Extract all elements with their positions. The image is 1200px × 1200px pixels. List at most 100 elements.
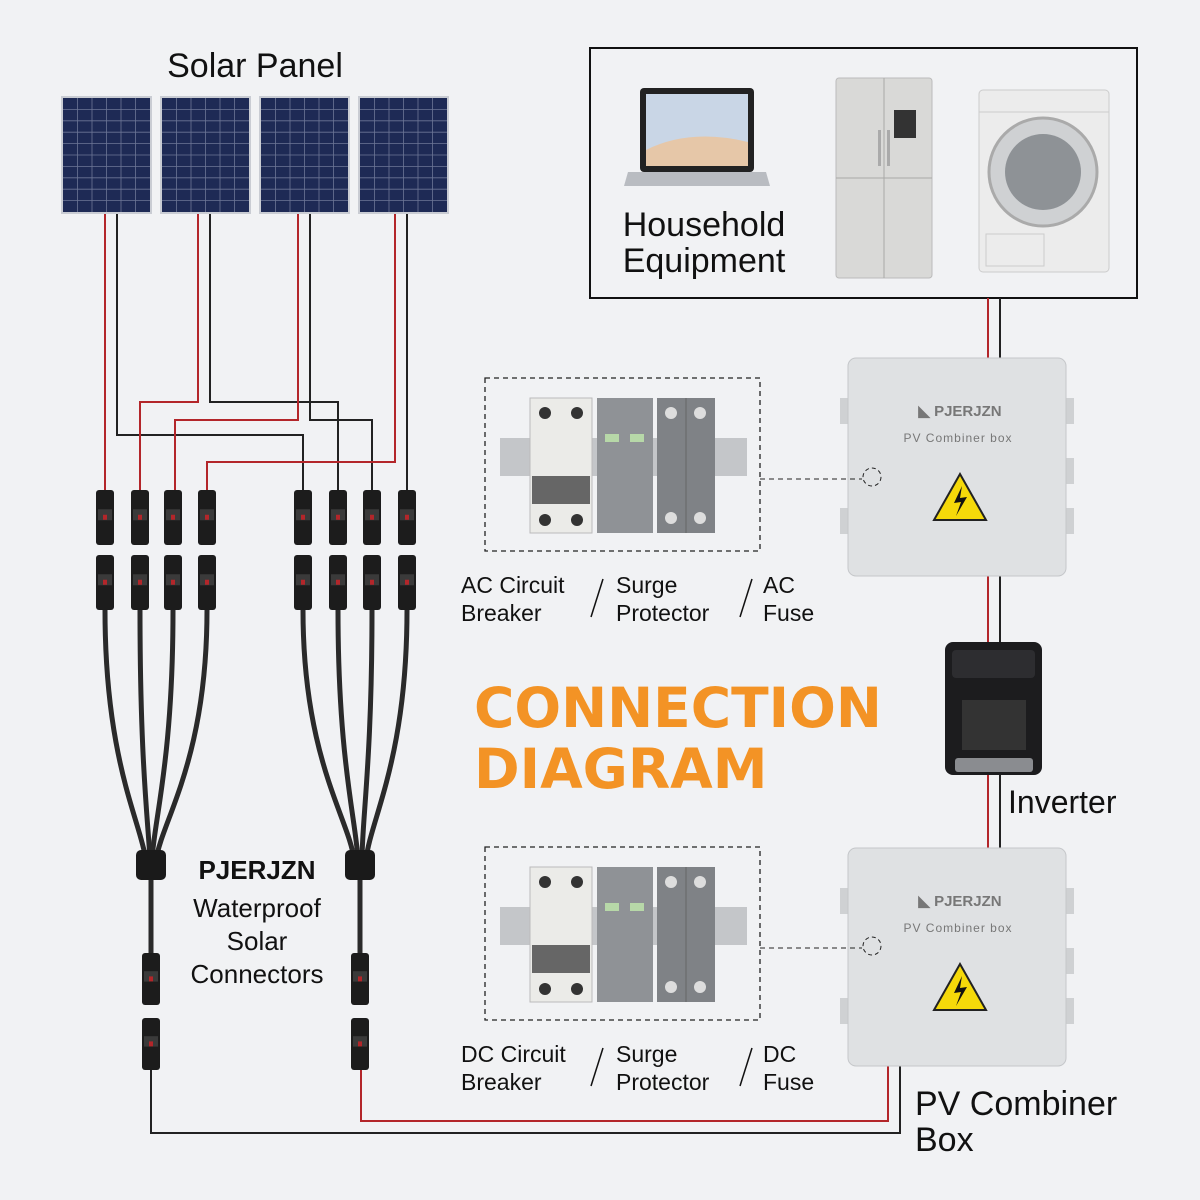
surge-protector-icon: [597, 398, 653, 533]
label-dc-surge-1: Surge: [616, 1041, 677, 1067]
branch-cable: [102, 609, 149, 861]
combiner-label: PV Combiner box: [903, 431, 1012, 445]
connector-label-line1: Waterproof: [193, 893, 321, 923]
branch-cable: [149, 609, 176, 861]
callout-circle: [862, 936, 882, 956]
solar-panel-title: Solar Panel: [167, 47, 343, 85]
refrigerator-icon: [835, 77, 933, 279]
branch-cable: [359, 609, 375, 861]
solar-panel-icon: [358, 96, 449, 214]
black-wire: [209, 214, 339, 492]
label-ac-breaker-1: AC Circuit: [461, 572, 565, 598]
fuse-holder-icon: [657, 398, 715, 533]
separator-slash: [590, 1047, 604, 1087]
household-label-line2: Equipment: [623, 242, 786, 280]
mc4-connector-female: [294, 555, 312, 610]
warning-icon: [932, 471, 988, 521]
label-dc-fuse-2: Fuse: [763, 1069, 814, 1095]
connector-label-line3: Connectors: [191, 959, 324, 989]
branch-cable: [153, 609, 210, 861]
branch-cables: [102, 609, 410, 955]
pv-combiner-label-line1: PV Combiner: [915, 1085, 1117, 1123]
laptop-icon: [624, 88, 770, 186]
pv-combiner-label-line2: Box: [915, 1121, 974, 1159]
mc4-connector-female: [142, 953, 160, 1005]
mc4-connectors: [96, 490, 416, 1070]
branch-cable: [363, 609, 410, 861]
mc4-connector-female: [329, 555, 347, 610]
surge-protector-icon: [597, 867, 653, 1002]
panel-wiring: [104, 214, 408, 492]
mc4-connector-female: [131, 555, 149, 610]
mc4-connector-male: [363, 490, 381, 545]
label-dc-surge-2: Protector: [616, 1069, 710, 1095]
label-dc-breaker-2: Breaker: [461, 1069, 542, 1095]
inverter-label: Inverter: [1008, 784, 1117, 820]
mc4-connector-male: [142, 1018, 160, 1070]
mc4-connector-female: [96, 555, 114, 610]
title-line2: DIAGRAM: [474, 737, 767, 801]
mc4-connector-male: [198, 490, 216, 545]
fuse-holder-icon: [657, 867, 715, 1002]
mc4-connector-male: [294, 490, 312, 545]
label-ac-surge-1: Surge: [616, 572, 677, 598]
combiner-label: PV Combiner box: [903, 921, 1012, 935]
mc4-connector-male: [164, 490, 182, 545]
warning-icon: [932, 961, 988, 1011]
mc4-connector-female: [351, 953, 369, 1005]
household-label-line1: Household: [623, 206, 786, 244]
label-ac-fuse-1: AC: [763, 572, 795, 598]
combiner-brand: ◣ PJERJZN: [917, 893, 1001, 910]
solar-panel-icon: [259, 96, 350, 214]
pv-combiner-box: ◣ PJERJZN PV Combiner box: [840, 847, 1074, 1067]
mc4-connector-male: [398, 490, 416, 545]
mc4-connector-male: [96, 490, 114, 545]
mc4-connector-female: [164, 555, 182, 610]
label-ac-surge-2: Protector: [616, 600, 710, 626]
solar-panels: [61, 96, 449, 214]
y-branch-hub: [345, 850, 375, 880]
separator-slash: [590, 578, 604, 618]
black-wire: [116, 214, 304, 492]
branch-cable: [335, 609, 361, 861]
mc4-connector-male: [329, 490, 347, 545]
black-output-wire: [150, 1066, 901, 1134]
title-line1: CONNECTION: [474, 676, 882, 740]
solar-panel-icon: [160, 96, 251, 214]
mc4-connector-female: [198, 555, 216, 610]
red-wire: [206, 214, 396, 492]
red-output-wire: [360, 1066, 889, 1122]
label-dc-fuse-1: DC: [763, 1041, 796, 1067]
circuit-breaker-icon: [529, 866, 593, 1003]
connector-brand: PJERJZN: [198, 855, 315, 885]
separator-slash: [739, 578, 753, 618]
dashed-callout-box: [484, 846, 761, 1021]
solar-panel-icon: [61, 96, 152, 214]
red-wire: [174, 214, 299, 492]
washing-machine-icon: [978, 89, 1110, 273]
branch-cable: [137, 609, 153, 861]
branch-cable: [300, 609, 357, 861]
mc4-connector-male: [351, 1018, 369, 1070]
inverter-icon: [945, 642, 1042, 775]
combiner-brand: ◣ PJERJZN: [917, 403, 1001, 420]
y-branch-hub: [136, 850, 166, 880]
mc4-connector-female: [363, 555, 381, 610]
callout-circle: [862, 467, 882, 487]
dashed-callout-box: [484, 377, 761, 552]
label-dc-breaker-1: DC Circuit: [461, 1041, 566, 1067]
separator-slash: [739, 1047, 753, 1087]
label-ac-fuse-2: Fuse: [763, 600, 814, 626]
mc4-connector-female: [398, 555, 416, 610]
black-wire: [309, 214, 373, 492]
label-ac-breaker-2: Breaker: [461, 600, 542, 626]
red-wire: [139, 214, 199, 492]
connector-label-line2: Solar: [227, 926, 288, 956]
circuit-breaker-icon: [529, 397, 593, 534]
mc4-connector-male: [131, 490, 149, 545]
pv-combiner-box: ◣ PJERJZN PV Combiner box: [840, 357, 1074, 577]
